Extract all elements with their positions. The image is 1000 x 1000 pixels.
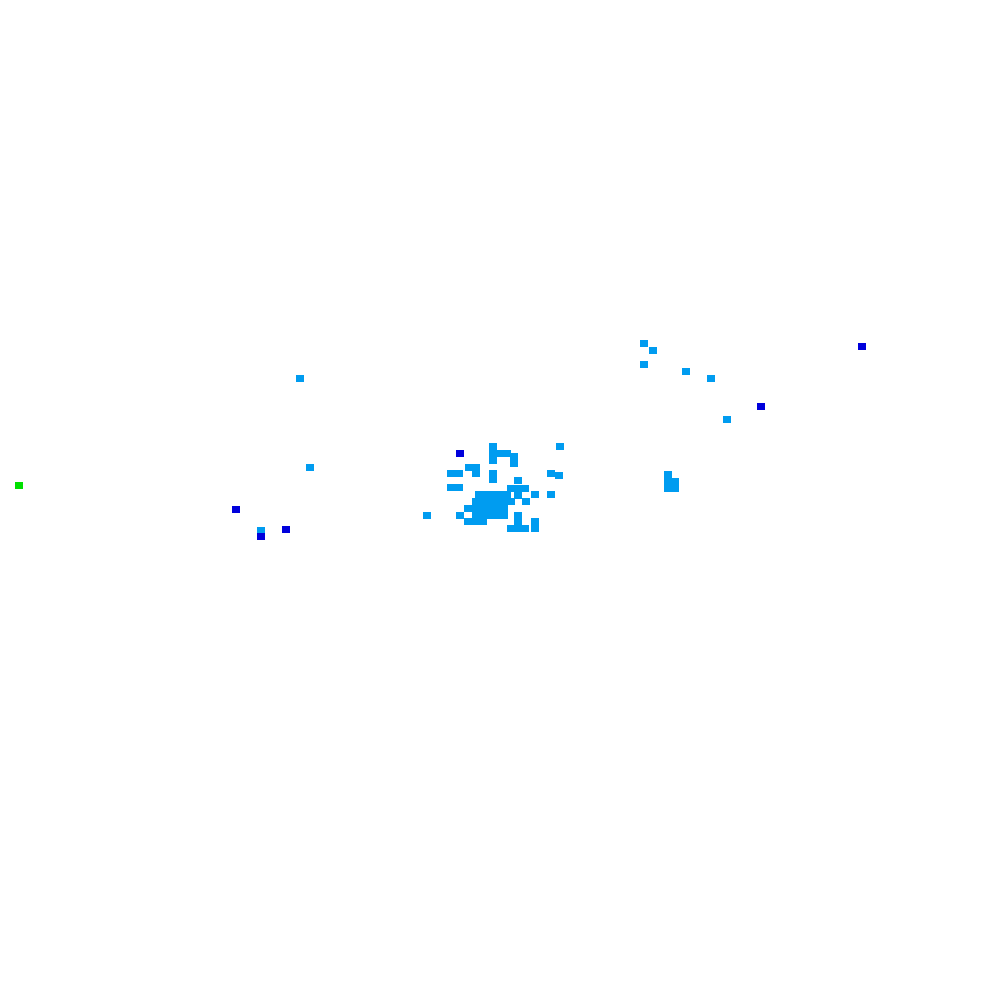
data-marker <box>640 361 648 368</box>
data-marker <box>455 470 463 477</box>
data-marker <box>296 375 304 382</box>
data-marker <box>486 498 494 505</box>
data-marker <box>15 482 23 489</box>
data-marker <box>664 485 672 492</box>
data-marker <box>707 375 715 382</box>
data-marker <box>423 512 431 519</box>
data-marker <box>489 491 497 498</box>
data-marker <box>510 453 518 460</box>
data-marker <box>671 478 679 485</box>
data-marker <box>503 450 511 457</box>
data-marker <box>306 464 314 471</box>
data-marker <box>257 533 265 540</box>
data-marker <box>465 464 473 471</box>
data-marker <box>547 491 555 498</box>
data-marker <box>282 526 290 533</box>
data-marker <box>500 512 508 519</box>
data-marker <box>447 470 455 477</box>
data-marker <box>514 518 522 525</box>
data-marker <box>486 512 494 519</box>
data-marker <box>507 525 515 532</box>
data-marker <box>531 518 539 525</box>
data-marker <box>671 485 679 492</box>
data-marker <box>556 443 564 450</box>
data-marker <box>472 498 480 505</box>
data-marker <box>493 505 501 512</box>
data-marker <box>521 525 529 532</box>
data-marker <box>514 485 522 492</box>
data-marker <box>531 525 539 532</box>
data-marker <box>257 527 265 534</box>
data-marker <box>479 518 487 525</box>
data-marker <box>489 450 497 457</box>
data-marker <box>723 416 731 423</box>
data-marker <box>464 518 472 525</box>
data-marker <box>232 506 240 513</box>
data-marker <box>464 505 472 512</box>
data-marker <box>521 485 529 492</box>
data-marker <box>514 492 522 499</box>
data-marker <box>489 457 497 464</box>
data-marker <box>547 470 555 477</box>
data-marker <box>482 491 490 498</box>
data-marker <box>493 498 501 505</box>
data-marker <box>555 472 563 479</box>
data-marker <box>472 470 480 477</box>
data-marker <box>475 491 483 498</box>
data-marker <box>640 340 648 347</box>
data-marker <box>500 505 508 512</box>
data-marker <box>479 505 487 512</box>
data-marker <box>757 403 765 410</box>
data-marker <box>493 512 501 519</box>
data-marker <box>510 460 518 467</box>
data-marker <box>858 343 866 350</box>
data-marker <box>472 505 480 512</box>
data-marker <box>456 450 464 457</box>
data-marker <box>456 512 464 519</box>
data-marker <box>472 518 480 525</box>
data-marker <box>479 498 487 505</box>
data-marker <box>455 484 463 491</box>
data-marker <box>496 450 504 457</box>
data-marker <box>486 505 494 512</box>
data-marker <box>514 477 522 484</box>
data-marker <box>664 478 672 485</box>
data-marker <box>507 485 515 492</box>
data-marker <box>522 498 530 505</box>
data-marker <box>489 470 497 477</box>
data-marker <box>472 464 480 471</box>
data-marker <box>447 484 455 491</box>
data-marker <box>531 491 539 498</box>
data-marker <box>489 476 497 483</box>
data-marker <box>503 491 511 498</box>
data-marker <box>472 512 480 519</box>
data-marker <box>514 512 522 519</box>
data-marker <box>479 512 487 519</box>
data-marker <box>514 525 522 532</box>
data-marker <box>507 498 515 505</box>
data-marker <box>682 368 690 375</box>
data-marker <box>664 471 672 478</box>
data-marker <box>649 347 657 354</box>
data-marker <box>500 498 508 505</box>
data-marker <box>496 491 504 498</box>
data-marker <box>489 443 497 450</box>
